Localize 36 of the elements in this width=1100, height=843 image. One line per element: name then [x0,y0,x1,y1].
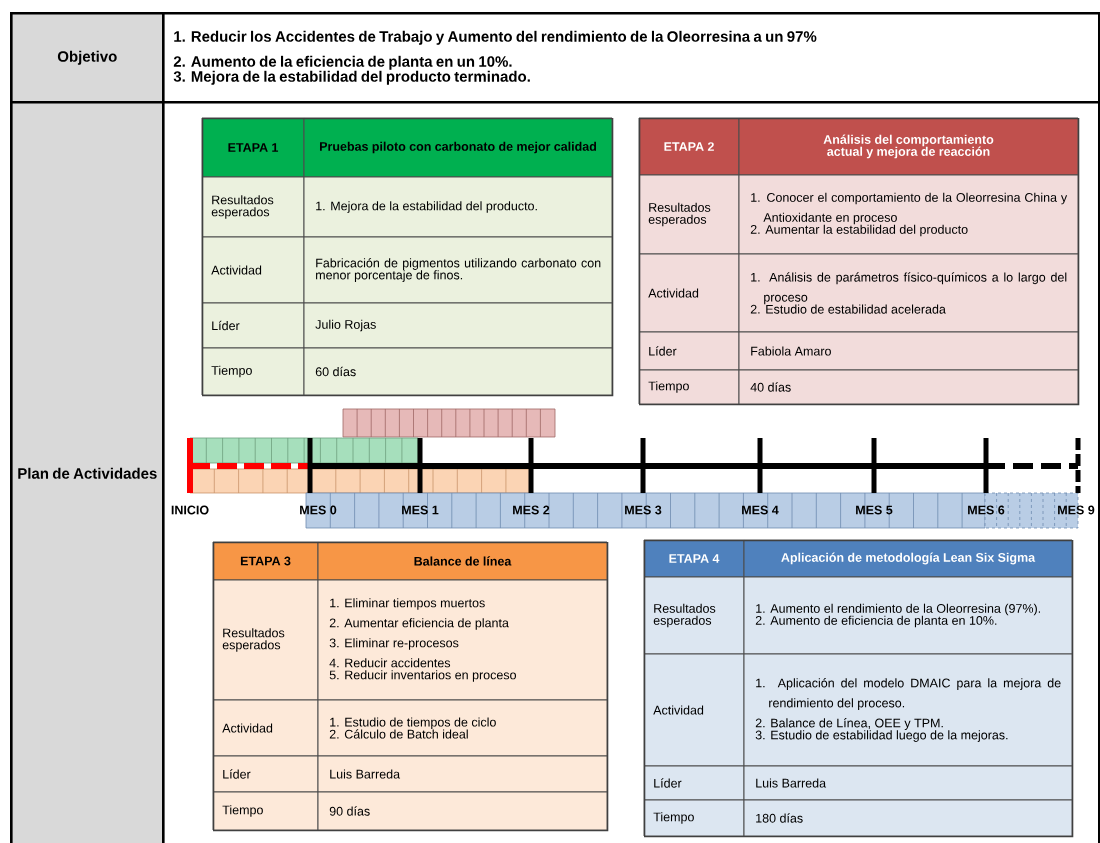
table-cell: Líder [212,755,319,793]
month-label: MES 5 [856,505,893,515]
stage-table [638,117,1080,406]
month-label: INICIO [171,505,209,515]
node-label: 3. Eliminar re-procesos [329,638,459,650]
stage-table [201,117,614,397]
node-label: 2. Aumentar eficiencia de planta [329,618,509,630]
month-label: MES 2 [513,505,550,515]
month-label: MES 4 [742,505,779,515]
node-label: 4. Reducir accidentes [329,658,451,668]
table-cell: Tiempo [638,369,740,405]
header-cell: ETAPA 2 [638,117,740,176]
table-cell: Resultados esperados [643,576,745,655]
table-cell: Líder [201,302,305,349]
month-label: MES 3 [625,505,662,515]
month-label: MES 6 [968,505,1005,515]
table-cell: Tiempo [643,799,745,837]
node-label: 1. Eliminar tiempos muertos [330,598,485,610]
table-cell: Actividad [212,699,319,757]
header-cell: Objetivo [10,12,165,104]
stage-table [643,539,1074,838]
table-cell: Actividad [201,236,305,304]
node-label: 5. Reducir inventarios en proceso [329,670,517,682]
month-label: MES 9 [1058,505,1095,515]
table-cell: Líder [638,331,740,371]
table-cell: Líder [643,765,745,801]
table-cell: Tiempo [212,791,319,831]
table-cell: Resultados esperados [201,176,305,238]
table-cell: Tiempo [201,347,305,396]
month-label: MES 0 [300,505,337,515]
header-cell: ETAPA 3 [212,541,319,581]
month-label: MES 1 [402,505,439,515]
stage-table [212,541,609,832]
header-cell: ETAPA 1 [201,117,305,178]
table-cell: Resultados esperados [638,174,740,255]
table-cell: 1. Reducir los Accidentes de Trabajo y Aumento del rendimiento de la Oleorresina a un 97% 2. Aumento de la eficiencia de planta en un 10%. 3. Mejora de la estabilidad del producto terminado. [162,12,1100,104]
